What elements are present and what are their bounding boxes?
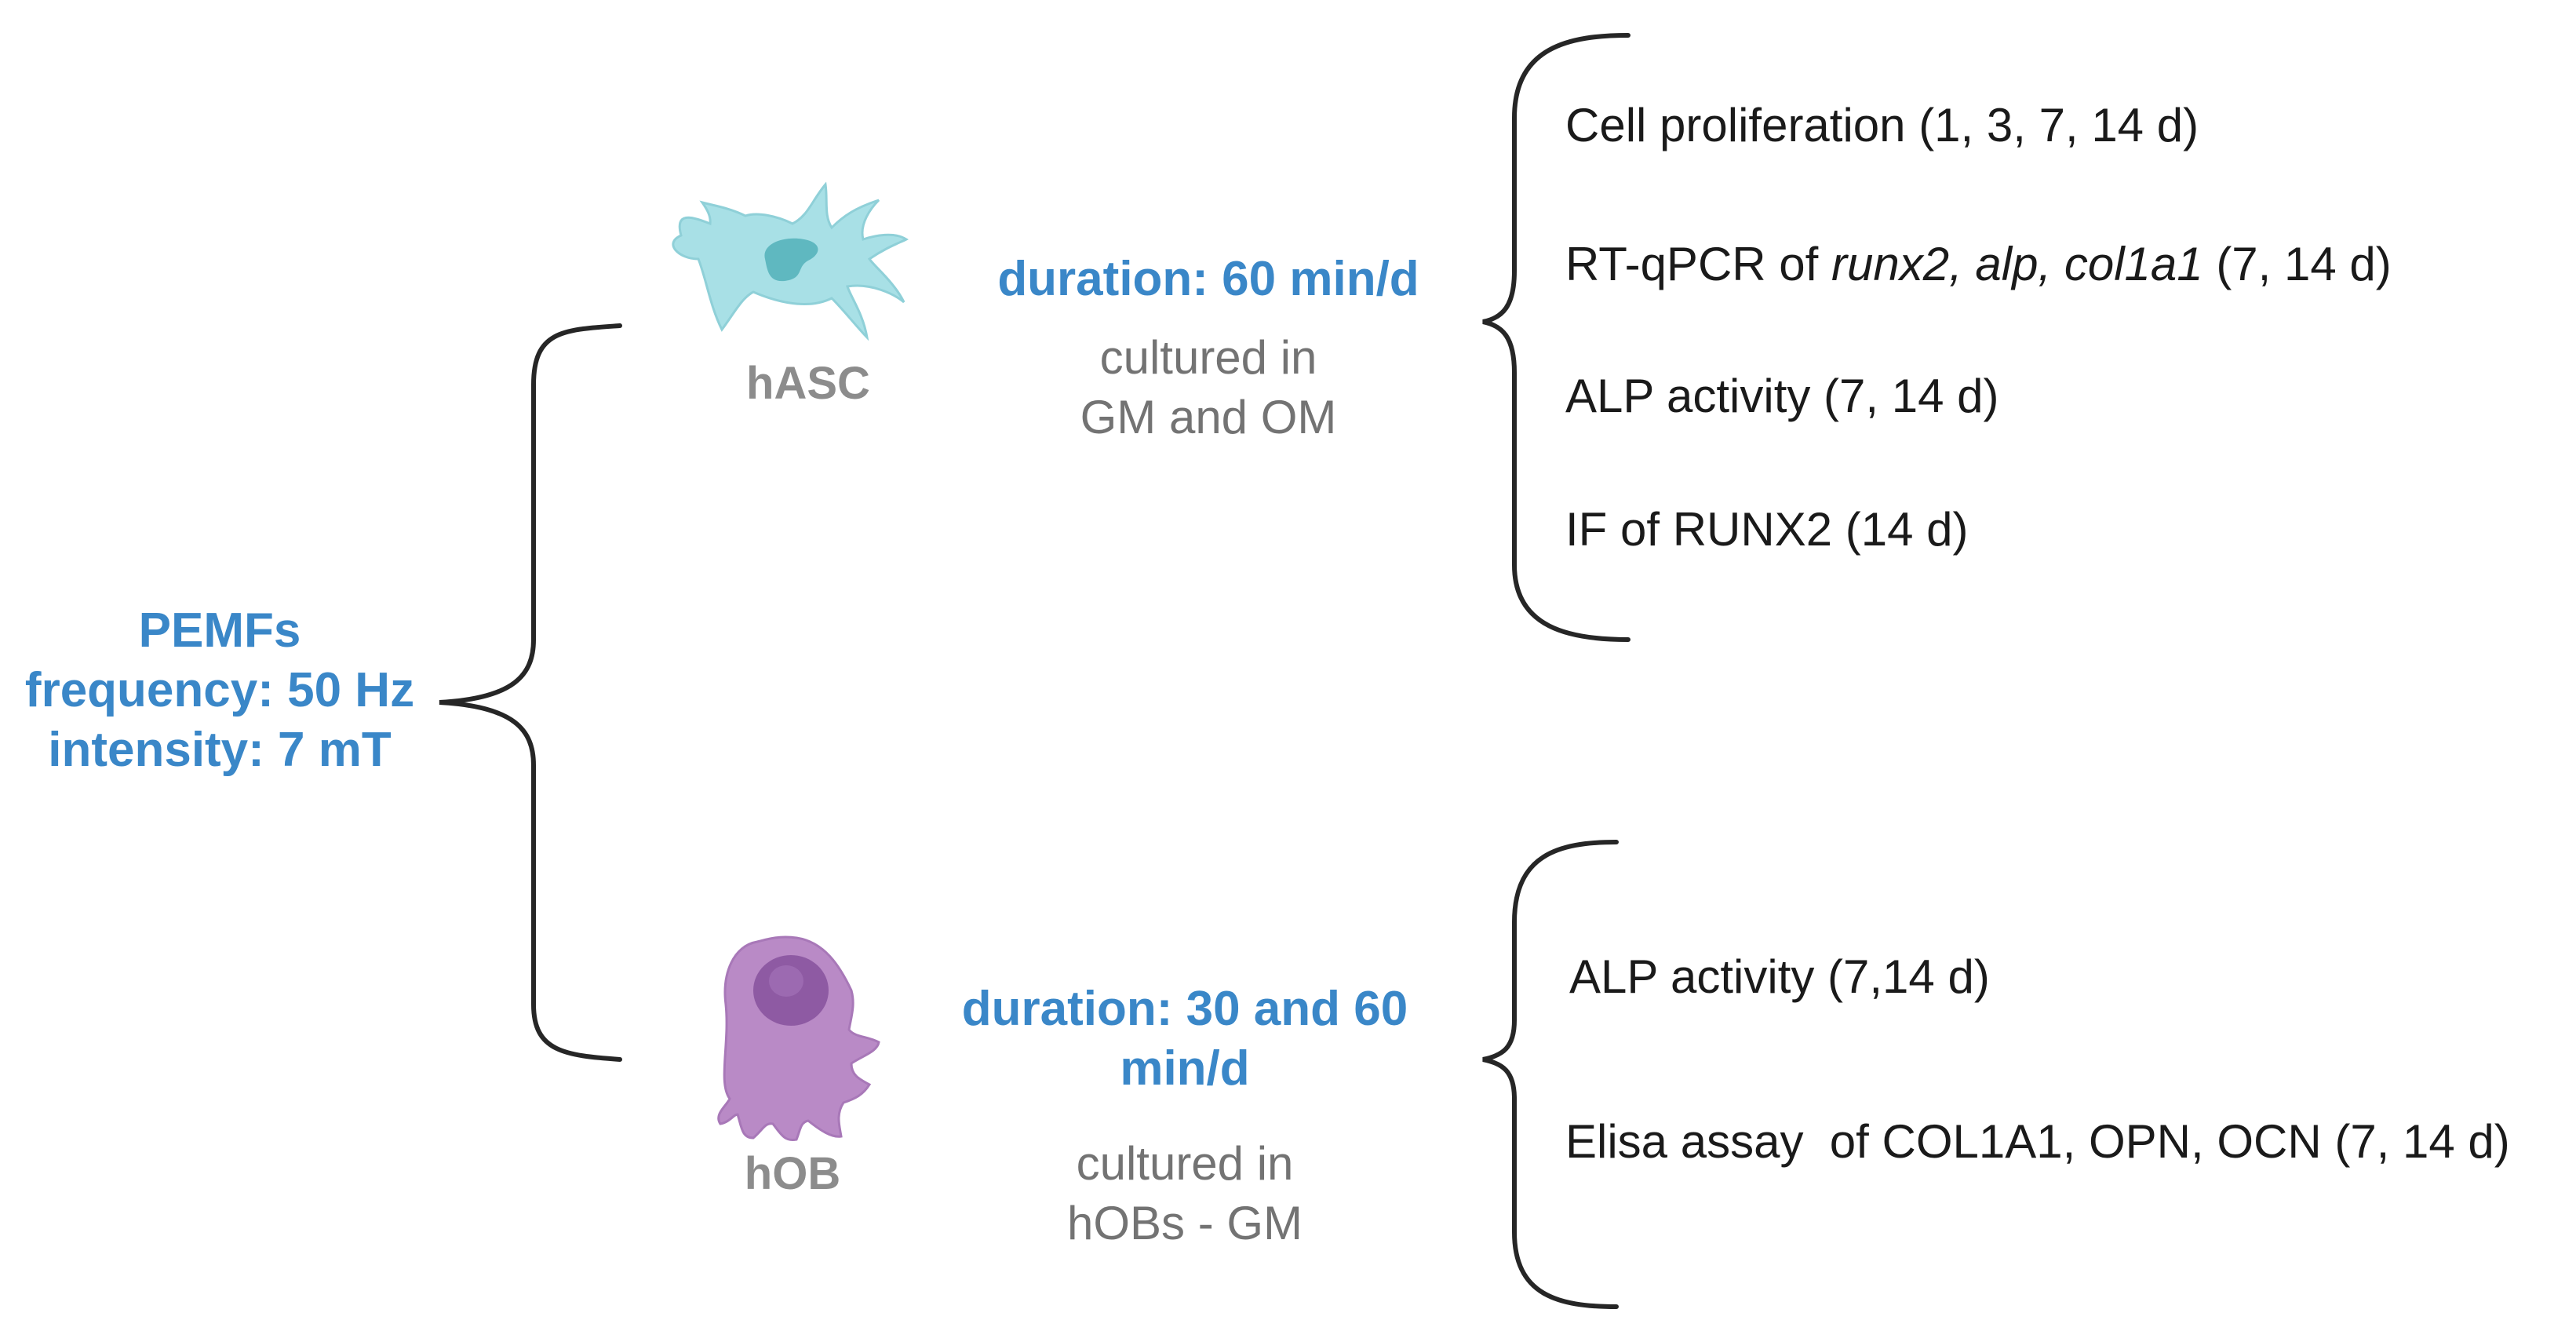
root-line-frequency: frequency: 50 Hz [24,663,415,717]
stem-cell-icon [672,181,909,341]
hob-duration-line2: min/d [1120,1041,1250,1096]
osteoblast-cell-icon [717,935,880,1142]
hob-cell-label: hOB [744,1148,841,1199]
hasc-culture: cultured in GM and OM [902,328,1514,447]
hasc-outcome-rtqpcr: RT-qPCR of runx2, alp, col1a1 (7, 14 d) [1565,237,2392,292]
hob-culture: cultured in hOBs - GM [879,1134,1491,1253]
hasc-cell-label: hASC [746,358,870,409]
hasc-culture-line2: GM and OM [1080,391,1337,443]
root-line-intensity: intensity: 7 mT [48,723,392,777]
hasc-outcome-alp: ALP activity (7, 14 d) [1565,370,1999,422]
hob-outcome-bracket [1482,840,1619,1309]
root-line-pemfs: PEMFs [138,604,301,658]
hob-outcome-alp: ALP activity (7,14 d) [1569,950,1990,1003]
rtqpcr-genes: runx2, alp, col1a1 [1831,238,2203,290]
root-bracket [439,323,622,1062]
hob-duration-line1: duration: 30 and 60 [961,982,1408,1036]
hasc-culture-line1: cultured in [1099,331,1317,384]
hob-duration: duration: 30 and 60 min/d [879,979,1491,1099]
rtqpcr-suffix: (7, 14 d) [2203,238,2392,290]
hob-culture-line1: cultured in [1076,1137,1294,1190]
hob-culture-line2: hOBs - GM [1066,1197,1303,1249]
root-label: PEMFs frequency: 50 Hz intensity: 7 mT [0,601,439,780]
hasc-duration: duration: 60 min/d [997,252,1419,306]
rtqpcr-prefix: RT-qPCR of [1565,238,1831,290]
hasc-outcome-if: IF of RUNX2 (14 d) [1565,503,1969,556]
hob-outcome-elisa: Elisa assay of COL1A1, OPN, OCN (7, 14 d… [1565,1115,2510,1168]
hasc-outcome-proliferation: Cell proliferation (1, 3, 7, 14 d) [1565,99,2199,151]
hasc-outcome-bracket [1482,33,1630,642]
